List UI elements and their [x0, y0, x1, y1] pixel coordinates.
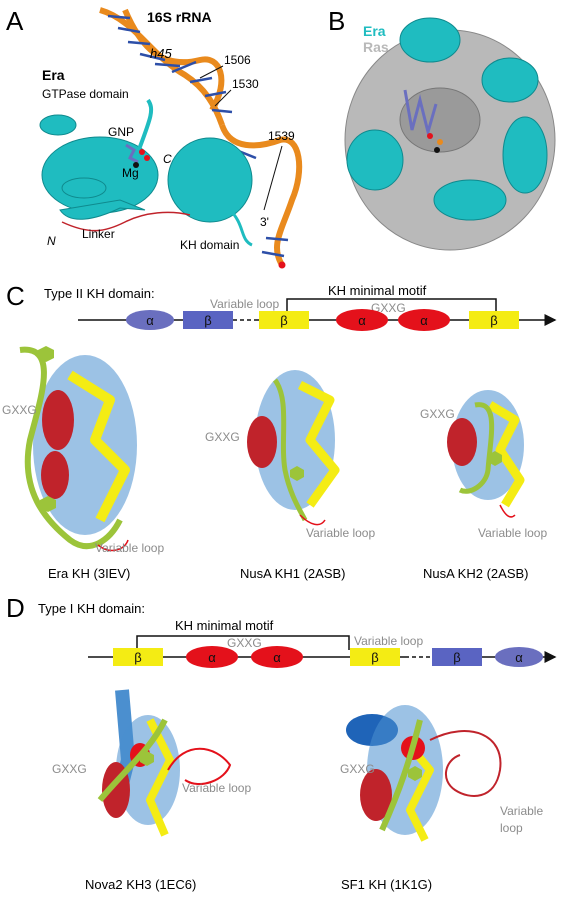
rrna-title: 16S rRNA	[147, 9, 212, 25]
d-beta-strand-2	[350, 648, 400, 666]
gtpase-label: GTPase domain	[42, 87, 129, 101]
type-i-gxxg-label: GXXG	[227, 636, 262, 650]
nusa-kh1-variable-loop-label: Variable loop	[306, 526, 375, 540]
sf1-loop-label: loop	[500, 821, 523, 835]
alpha-helix-2	[336, 309, 388, 331]
alpha-helix-1-label: α	[146, 313, 154, 328]
d-beta-strand-2-label: β	[371, 650, 378, 665]
nusa-kh1-cartoon	[247, 370, 340, 526]
panel-letter-b: B	[328, 6, 345, 36]
c-terminus-label: C	[163, 152, 172, 166]
era-kh-caption: Era KH (3IEV)	[48, 566, 130, 581]
gnp-ligand	[125, 143, 150, 164]
panel-d: D Type I KH domain: KH minimal motif GXX…	[6, 593, 557, 892]
d-beta-strand-1	[113, 648, 163, 666]
d-beta-strand-3	[432, 648, 482, 666]
type-ii-topology: α β β α α β	[126, 309, 519, 331]
beta-strand-3-label: β	[490, 313, 497, 328]
sf1-caption: SF1 KH (1K1G)	[341, 877, 432, 892]
beta-strand-2-label: β	[280, 313, 287, 328]
d-beta-strand-3-label: β	[453, 650, 460, 665]
nusa-kh2-gxxg-label: GXXG	[420, 407, 455, 421]
d-beta-strand-1-label: β	[134, 650, 141, 665]
era-legend: Era	[363, 23, 386, 39]
panel-letter-d: D	[6, 593, 25, 623]
linker-label: Linker	[82, 227, 115, 241]
d-alpha-helix-2-label: α	[273, 650, 281, 665]
type-ii-gxxg-label: GXXG	[371, 301, 406, 315]
nt-1530-label: 1530	[232, 77, 259, 91]
beta-strand-1	[183, 311, 233, 329]
h45-label: h45	[150, 46, 172, 61]
beta-strand-2	[259, 311, 309, 329]
d-alpha-helix-1-label: α	[208, 650, 216, 665]
mg-label: Mg	[122, 166, 139, 180]
panel-letter-c: C	[6, 281, 25, 311]
mg-ion	[133, 162, 139, 168]
panel-c: C Type II KH domain: KH minimal motif Va…	[2, 281, 557, 581]
type-i-title: Type I KH domain:	[38, 601, 145, 616]
era-label: Era	[42, 67, 65, 83]
gnp-label: GNP	[108, 125, 134, 139]
nusa-kh1-gxxg-label: GXXG	[205, 430, 240, 444]
alpha-helix-3-label: α	[420, 313, 428, 328]
beta-strand-3	[469, 311, 519, 329]
era-kh-cartoon	[19, 346, 137, 552]
nova2-gxxg-label: GXXG	[52, 762, 87, 776]
era-ras-overlay	[344, 17, 556, 251]
sf1-kh-cartoon	[346, 705, 502, 842]
era-kh-variable-loop-label: Variable loop	[95, 541, 164, 555]
n-terminus-label: N	[47, 234, 56, 248]
era-kh-gxxg-label: GXXG	[2, 403, 37, 417]
rrna-helix	[99, 7, 303, 269]
alpha-helix-2-label: α	[358, 313, 366, 328]
era-gtpase-structure	[39, 98, 159, 220]
type-ii-motif-label: KH minimal motif	[328, 283, 427, 298]
beta-strand-1-label: β	[204, 313, 211, 328]
era-kh-structure	[167, 137, 253, 247]
type-i-motif-label: KH minimal motif	[175, 618, 274, 633]
panel-b: B Era Ras	[328, 6, 556, 251]
nova2-variable-loop-label: Variable loop	[182, 781, 251, 795]
nusa-kh2-caption: NusA KH2 (2ASB)	[423, 566, 529, 581]
nova2-kh3-cartoon	[97, 689, 232, 837]
type-ii-title: Type II KH domain:	[44, 286, 155, 301]
ras-legend: Ras	[363, 39, 389, 55]
nt-1506-label: 1506	[224, 53, 251, 67]
alpha-helix-3	[398, 309, 450, 331]
d-alpha-helix-1	[186, 646, 238, 668]
sf1-variable-label: Variable	[500, 804, 543, 818]
alpha-helix-1	[126, 310, 174, 330]
three-prime-label: 3'	[260, 215, 269, 229]
nusa-kh2-cartoon	[447, 390, 525, 518]
linker-segment	[61, 211, 191, 232]
type-i-topology: β α α β β α	[113, 646, 543, 668]
nusa-kh2-variable-loop-label: Variable loop	[478, 526, 547, 540]
nova2-caption: Nova2 KH3 (1EC6)	[85, 877, 196, 892]
panel-letter-a: A	[6, 6, 24, 36]
panel-a: A 16S rRNA h45 1506	[6, 6, 303, 269]
d-alpha-helix-2	[251, 646, 303, 668]
type-i-variable-loop-label: Variable loop	[354, 634, 423, 648]
d-alpha-helix-3-label: α	[515, 650, 523, 665]
nusa-kh1-caption: NusA KH1 (2ASB)	[240, 566, 346, 581]
type-ii-variable-loop-label: Variable loop	[210, 297, 279, 311]
sf1-gxxg-label: GXXG	[340, 762, 375, 776]
d-alpha-helix-3	[495, 647, 543, 667]
nt-1539-label: 1539	[268, 129, 295, 143]
kh-domain-label: KH domain	[180, 238, 239, 252]
